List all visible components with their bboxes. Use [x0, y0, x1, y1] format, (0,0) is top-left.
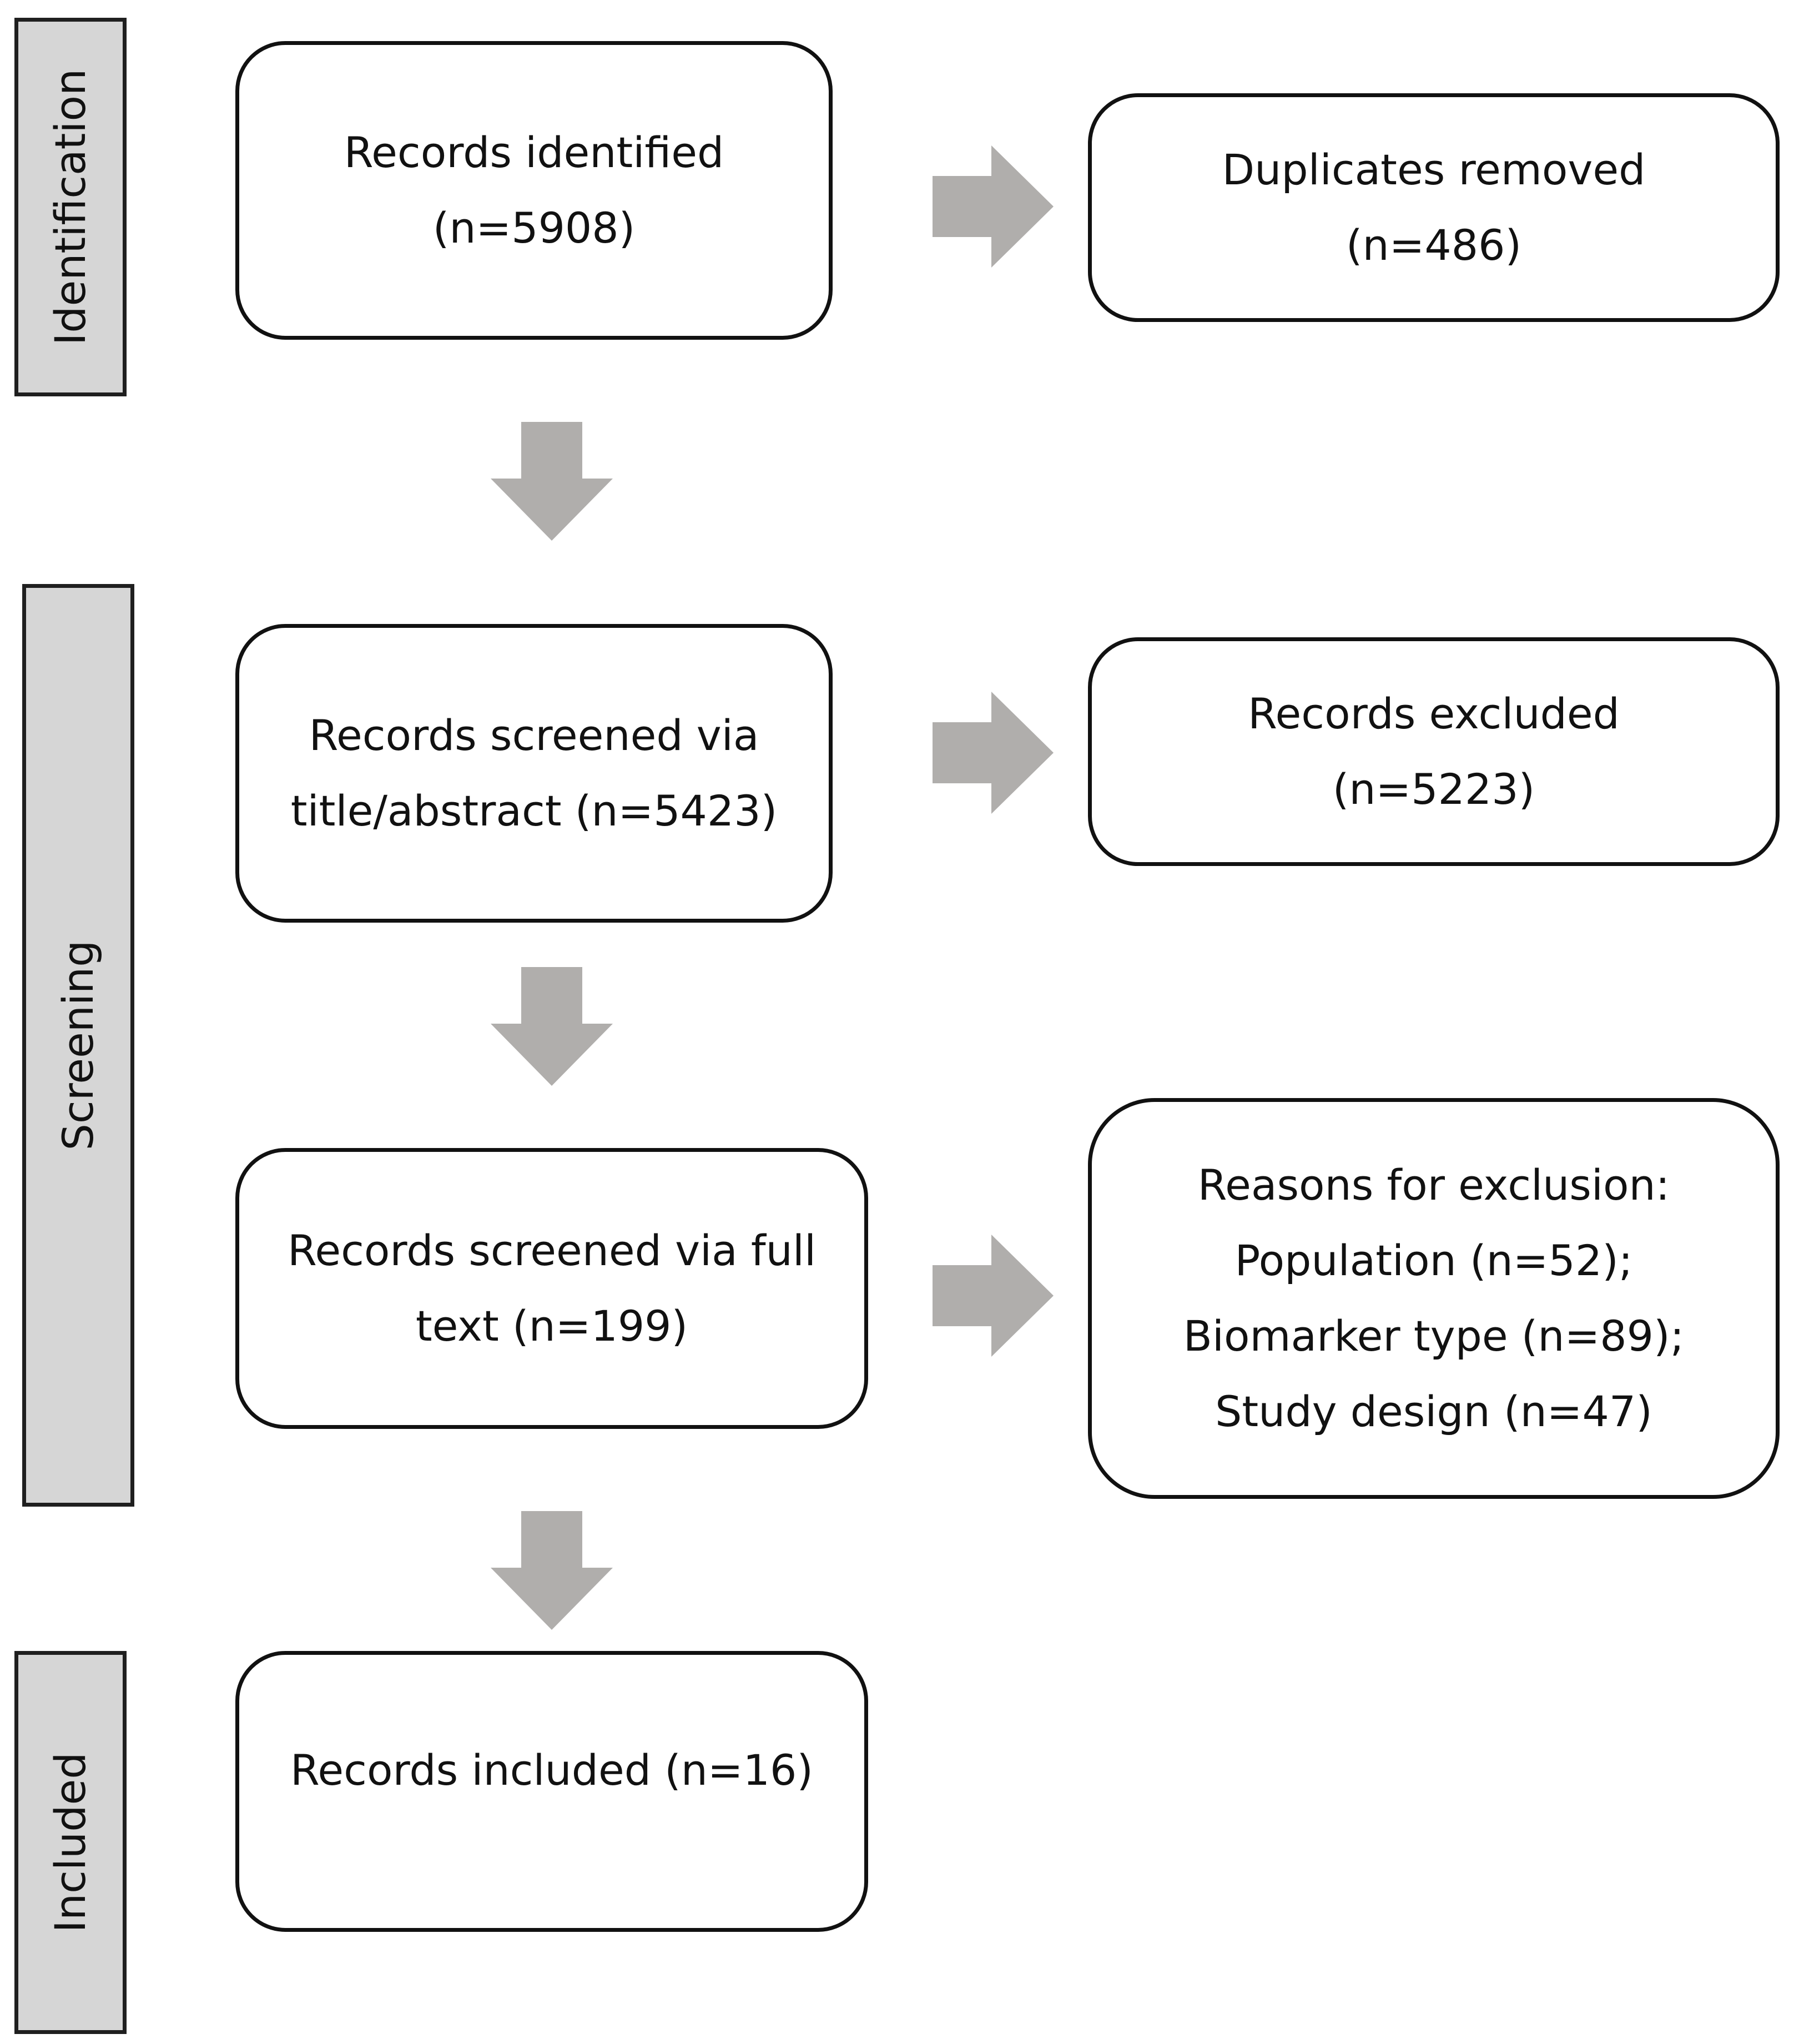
- box-line: (n=5908): [432, 203, 636, 253]
- right-arrow-icon: [933, 145, 1054, 268]
- box-line: Duplicates removed: [1222, 145, 1646, 194]
- box-records-screened-full: Records screened via full text (n=199): [235, 1148, 868, 1429]
- phase-identification: Identification: [14, 18, 127, 396]
- box-line: Biomarker type (n=89);: [1183, 1311, 1685, 1361]
- phase-screening: Screening: [22, 584, 134, 1507]
- box-line: Records excluded: [1248, 689, 1620, 738]
- phase-identification-label: Identification: [46, 68, 95, 346]
- box-duplicates-removed: Duplicates removed (n=486): [1088, 93, 1780, 322]
- down-arrow-icon: [491, 422, 613, 541]
- phase-included: Included: [14, 1651, 127, 2034]
- box-line: Records screened via: [309, 711, 759, 760]
- box-records-identified: Records identified (n=5908): [235, 41, 833, 340]
- phase-included-label: Included: [46, 1752, 95, 1933]
- down-arrow-icon: [491, 1511, 613, 1630]
- right-arrow-icon: [933, 692, 1054, 814]
- box-line: text (n=199): [415, 1301, 688, 1351]
- box-line: (n=486): [1346, 220, 1522, 270]
- box-reasons-for-exclusion: Reasons for exclusion: Population (n=52)…: [1088, 1098, 1780, 1499]
- box-line: title/abstract (n=5423): [290, 786, 778, 835]
- box-line: Reasons for exclusion:: [1197, 1160, 1670, 1210]
- box-records-included: Records included (n=16): [235, 1651, 868, 1932]
- box-line: Records included (n=16): [290, 1745, 813, 1795]
- box-records-screened-title: Records screened via title/abstract (n=5…: [235, 624, 833, 923]
- phase-screening-label: Screening: [53, 940, 103, 1151]
- box-line: Study design (n=47): [1215, 1387, 1652, 1436]
- right-arrow-icon: [933, 1235, 1054, 1357]
- box-line: Records screened via full: [287, 1226, 817, 1275]
- flow-diagram: Identification Screening Included Record…: [0, 9, 1799, 2034]
- box-records-excluded: Records excluded (n=5223): [1088, 637, 1780, 866]
- down-arrow-icon: [491, 967, 613, 1086]
- box-line: (n=5223): [1332, 764, 1535, 814]
- box-line: Population (n=52);: [1234, 1236, 1633, 1285]
- box-line: Records identified: [344, 128, 724, 177]
